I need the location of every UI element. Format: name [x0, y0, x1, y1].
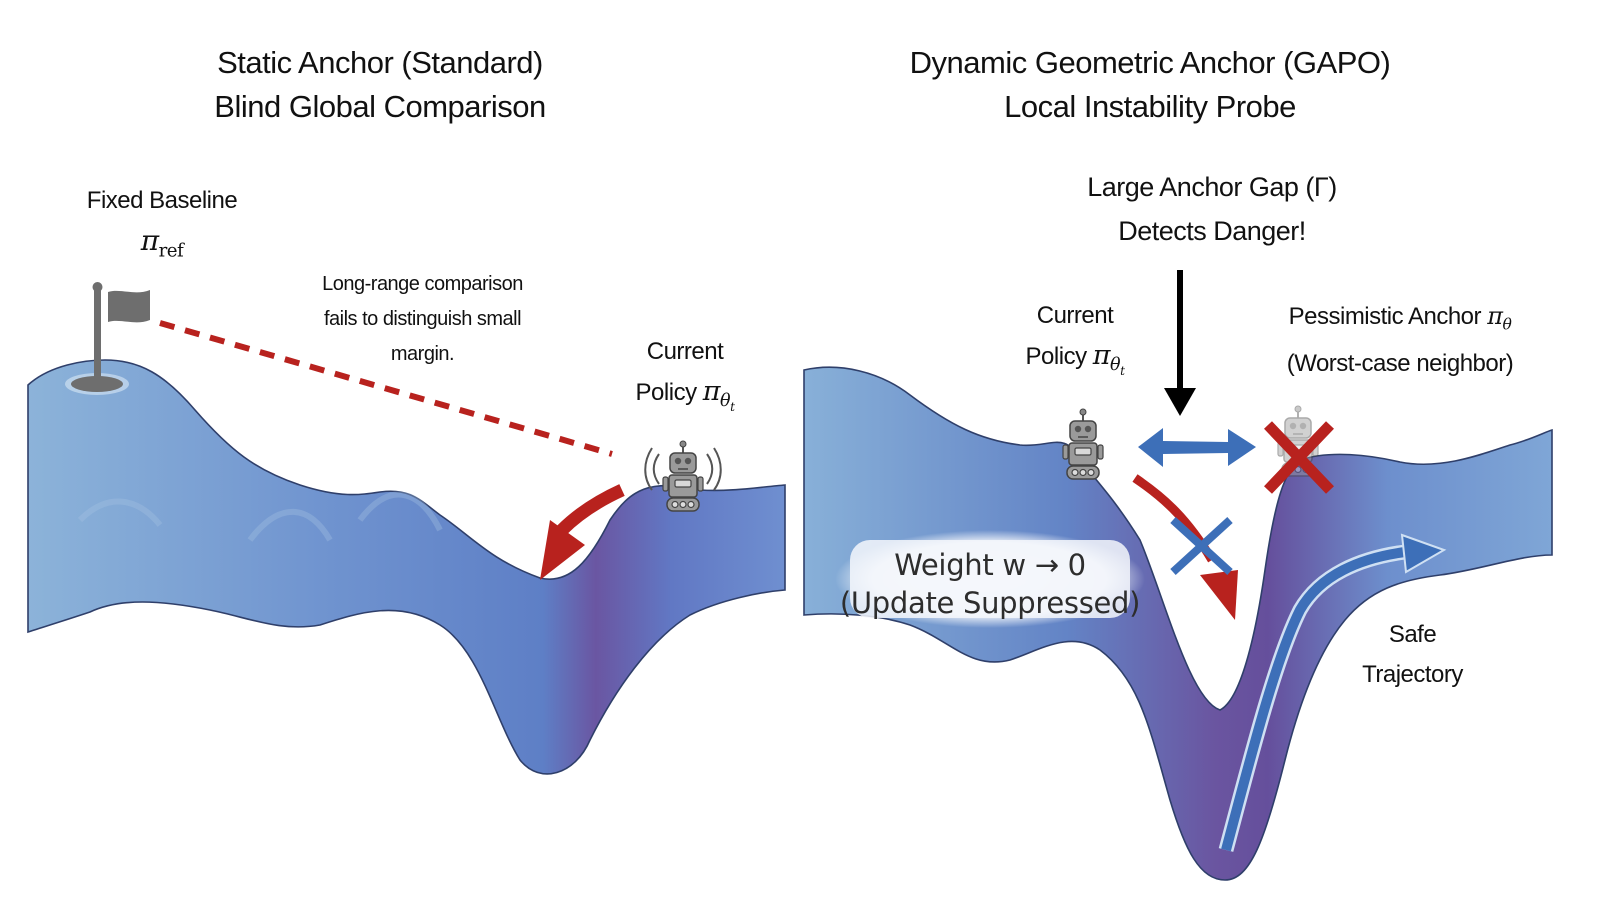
- pi-symbol: π: [1092, 340, 1111, 371]
- flag-icon: [71, 282, 150, 392]
- down-arrow-icon: [1164, 270, 1196, 416]
- theta-subscript: θ: [720, 391, 731, 412]
- fixed-baseline-label: Fixed Baseline πref: [62, 181, 262, 271]
- left-landscape-surface: [27, 359, 786, 775]
- left-policy-line1: Current: [646, 338, 724, 365]
- theta-subscript: θ: [1110, 355, 1121, 376]
- pi-theta-symbol: πθ: [1487, 302, 1512, 334]
- left-policy-label: Current Policy πθt: [610, 332, 760, 427]
- fixed-baseline-text: Fixed Baseline: [86, 187, 238, 214]
- pi-ref-symbol: πref: [62, 221, 262, 271]
- double-arrow-icon: [1138, 428, 1256, 467]
- anchor-gap-line2: Detects Danger!: [1118, 216, 1306, 246]
- weight-line2: (Update Suppressed): [839, 586, 1141, 620]
- right-loss-landscape: [803, 366, 1553, 881]
- pi-theta-t-symbol: πθt: [1092, 340, 1125, 378]
- left-title: Static Anchor (Standard) Blind Global Co…: [180, 41, 580, 129]
- robot-icon: [644, 440, 722, 512]
- pessimistic-anchor-label: Pessimistic Anchor πθ (Worst-case neighb…: [1255, 296, 1545, 384]
- comparison-note-line1: Long-range comparison: [322, 273, 523, 295]
- right-landscape-surface: [803, 366, 1553, 881]
- comparison-note: Long-range comparison fails to distingui…: [300, 267, 545, 372]
- left-title-line2: Blind Global Comparison: [214, 89, 546, 124]
- safe-trajectory-arrow-icon: [1218, 533, 1447, 852]
- right-title-line1: Dynamic Geometric Anchor (GAPO): [909, 45, 1391, 80]
- theta-subscript: θ: [1502, 315, 1512, 334]
- safe-line2: Trajectory: [1362, 661, 1463, 688]
- red-x-icon: [1264, 421, 1334, 494]
- pessimistic-anchor-text: Pessimistic Anchor: [1288, 303, 1482, 330]
- policy-word: Policy: [1025, 343, 1088, 370]
- pessimistic-anchor-line1: Pessimistic Anchor πθ: [1255, 296, 1545, 344]
- t-subscript: t: [730, 399, 735, 414]
- robot-icon-current: [1062, 408, 1104, 480]
- safe-trajectory-label: Safe Trajectory: [1345, 615, 1480, 695]
- pi-theta-t-symbol: πθt: [702, 376, 735, 414]
- comparison-note-line2: fails to distinguish small: [323, 308, 522, 330]
- pi-symbol: π: [1487, 302, 1503, 330]
- safe-line1: Safe: [1388, 621, 1437, 648]
- right-title-line2: Local Instability Probe: [1004, 89, 1296, 124]
- right-policy-label: Current Policy πθt: [1005, 296, 1145, 391]
- anchor-gap-label: Large Anchor Gap (Γ) Detects Danger!: [1062, 165, 1362, 253]
- left-landscape-texture: [77, 491, 443, 542]
- right-policy-line1: Current: [1036, 302, 1114, 329]
- weight-suppressed-label: Weight w → 0 (Update Suppressed): [835, 546, 1145, 622]
- pi-symbol: π: [702, 376, 721, 407]
- ref-subscript: ref: [158, 240, 184, 262]
- right-title: Dynamic Geometric Anchor (GAPO) Local In…: [880, 41, 1420, 129]
- right-policy-line2: Policy πθt: [1005, 336, 1145, 391]
- curved-down-arrow-icon: [540, 484, 625, 580]
- policy-word: Policy: [635, 379, 698, 406]
- anchor-gap-line1: Large Anchor Gap (Γ): [1087, 172, 1337, 202]
- pessimistic-anchor-line2: (Worst-case neighbor): [1286, 350, 1514, 378]
- left-title-line1: Static Anchor (Standard): [217, 45, 543, 80]
- comparison-note-line3: margin.: [390, 343, 455, 365]
- pi-symbol: π: [140, 224, 159, 257]
- dashed-comparison-line: [159, 320, 613, 457]
- blue-x-icon: [1170, 517, 1233, 575]
- weight-line1: Weight w → 0: [894, 548, 1086, 582]
- t-subscript: t: [1120, 363, 1125, 378]
- left-policy-line2: Policy πθt: [610, 372, 760, 427]
